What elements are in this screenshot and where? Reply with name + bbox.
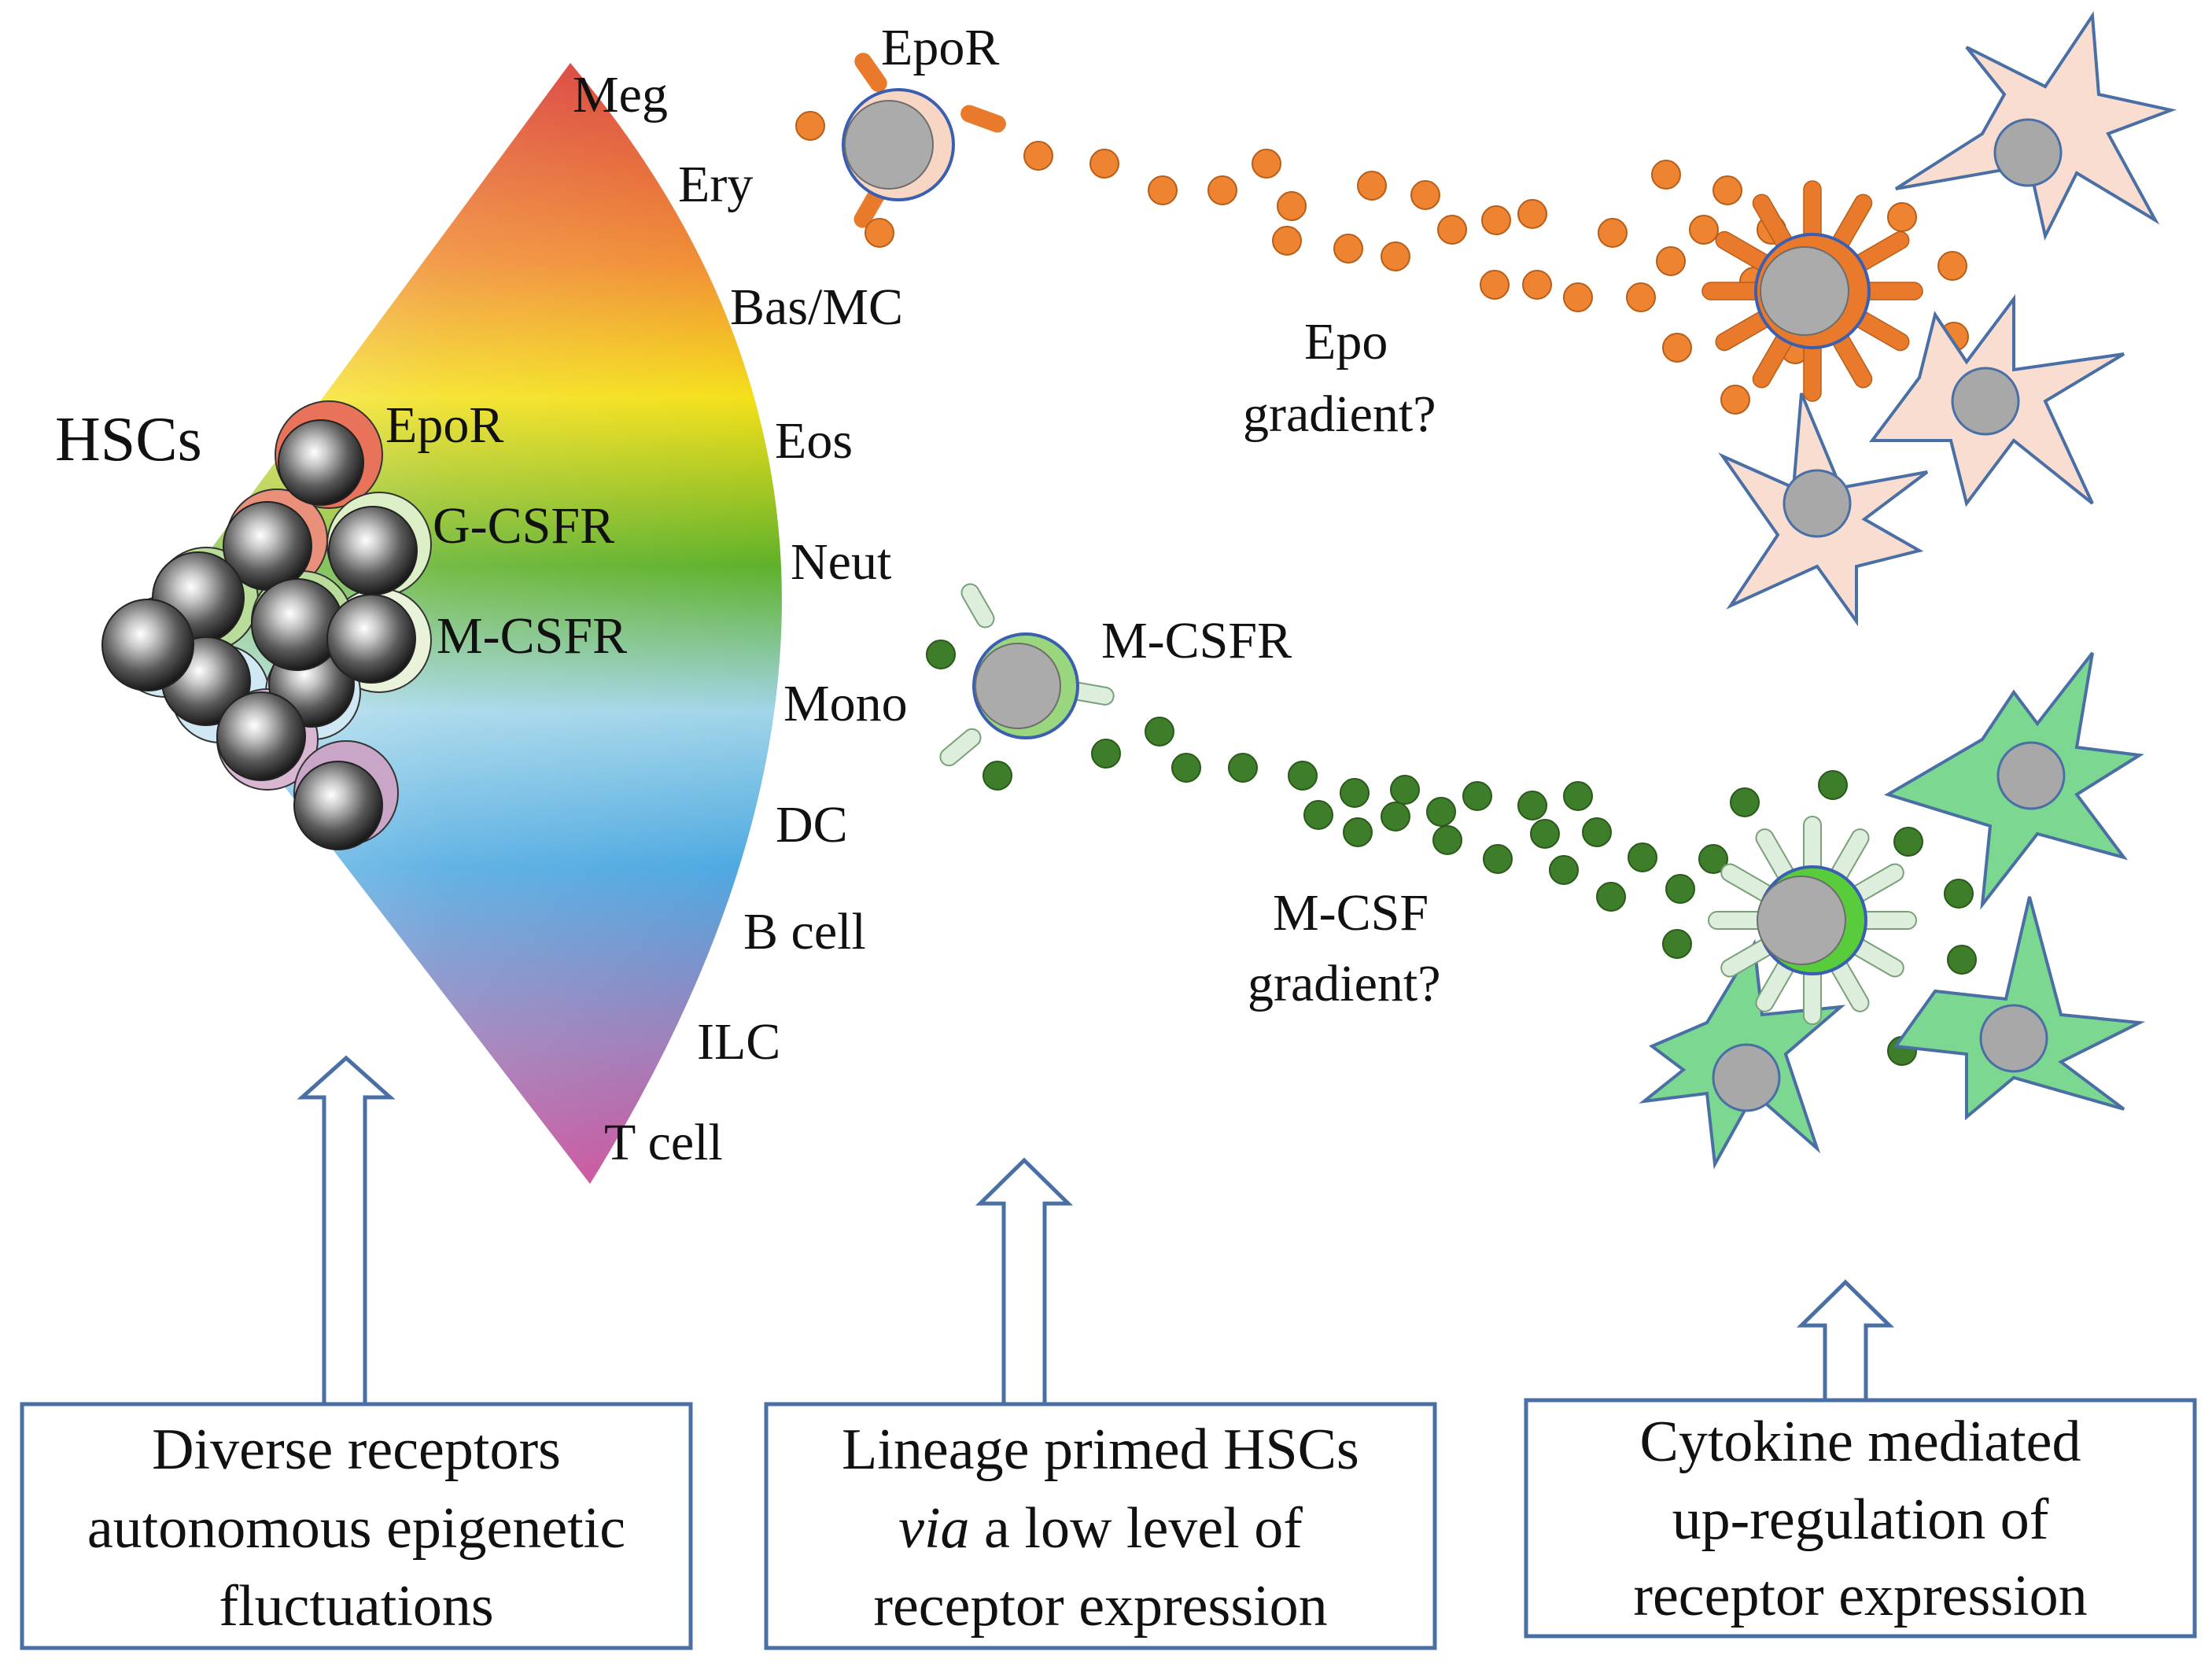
mcsfr-cell-label: M-CSFR: [1101, 612, 1292, 669]
mcsfr-upregulated-cell: [1708, 816, 1917, 1025]
lineage-label-b-cell: B cell: [743, 903, 866, 960]
hsc-cell: [278, 419, 364, 506]
lineage-fan: [157, 63, 782, 1184]
hsc-label-mcsfr: M-CSFR: [437, 607, 627, 665]
mcsf-gradient-label-line1: M-CSF: [1273, 884, 1429, 942]
explanation-box-2: Lineage primed HSCs via a low level of r…: [764, 1402, 1437, 1650]
hsc-cell: [101, 599, 194, 691]
hsc-label-epor: EpoR: [385, 396, 503, 454]
epo-cytokine-dots: [795, 111, 1969, 415]
lineage-label-eos: Eos: [775, 412, 853, 470]
box3-line3: receptor expression: [1633, 1564, 2087, 1628]
up-arrow-2: [975, 1157, 1074, 1406]
up-arrow-3: [1796, 1279, 1895, 1403]
hsc-cell: [293, 761, 383, 850]
erythroid-cell: [1894, 11, 2177, 241]
hsc-cell: [216, 691, 306, 781]
epo-gradient-label-line1: Epo: [1304, 313, 1388, 370]
up-arrow-1: [297, 1055, 396, 1406]
lineage-label-neut: Neut: [791, 533, 891, 591]
lineage-label-meg: Meg: [573, 66, 668, 123]
lineage-label-mono: Mono: [783, 675, 908, 732]
explanation-box-1: Diverse receptors autonomous epigenetic …: [20, 1402, 693, 1650]
hsc-label-gcsfr: G-CSFR: [433, 497, 614, 555]
box1-line3: fluctuations: [219, 1574, 493, 1639]
epor-upregulated-cell: [1701, 180, 1923, 402]
macrophage-cell: [1884, 651, 2144, 910]
box2-line2: via a low level of: [898, 1496, 1303, 1561]
hsc-cluster: [101, 400, 432, 850]
lineage-label-ilc: ILC: [697, 1013, 780, 1071]
lineage-label-t-cell: T cell: [604, 1114, 723, 1171]
epor-cell-label: EpoR: [881, 19, 999, 76]
hsc-cell: [326, 594, 416, 684]
epo-gradient-label-line2: gradient?: [1243, 385, 1436, 443]
box1-line2: autonomous epigenetic: [87, 1496, 625, 1561]
erythroid-cell: [1869, 294, 2125, 507]
box3-line1: Cytokine mediated: [1639, 1410, 2081, 1474]
explanation-box-3: Cytokine mediated up-regulation of recep…: [1524, 1398, 2197, 1639]
mcsf-gradient-label-line2: gradient?: [1248, 955, 1441, 1012]
mcsfr-primed-cell: [939, 583, 1115, 767]
erythroid-cell: [1718, 393, 1929, 627]
box3-line2: up-regulation of: [1672, 1488, 2049, 1552]
hsc-cell: [328, 506, 418, 595]
hsc-label: HSCs: [55, 405, 202, 474]
macrophage-cell: [1893, 896, 2146, 1121]
lineage-label-ery: Ery: [678, 156, 753, 213]
box2-line3: receptor expression: [873, 1574, 1327, 1639]
box1-line1: Diverse receptors: [152, 1417, 561, 1482]
lineage-label-bas-mc: Bas/MC: [730, 278, 903, 336]
lineage-labels: Meg Ery Bas/MC Eos Neut Mono DC B cell I…: [573, 66, 908, 1171]
epor-primed-cell: [842, 53, 1006, 228]
box2-line1: Lineage primed HSCs: [842, 1417, 1359, 1482]
lineage-label-dc: DC: [776, 796, 848, 853]
